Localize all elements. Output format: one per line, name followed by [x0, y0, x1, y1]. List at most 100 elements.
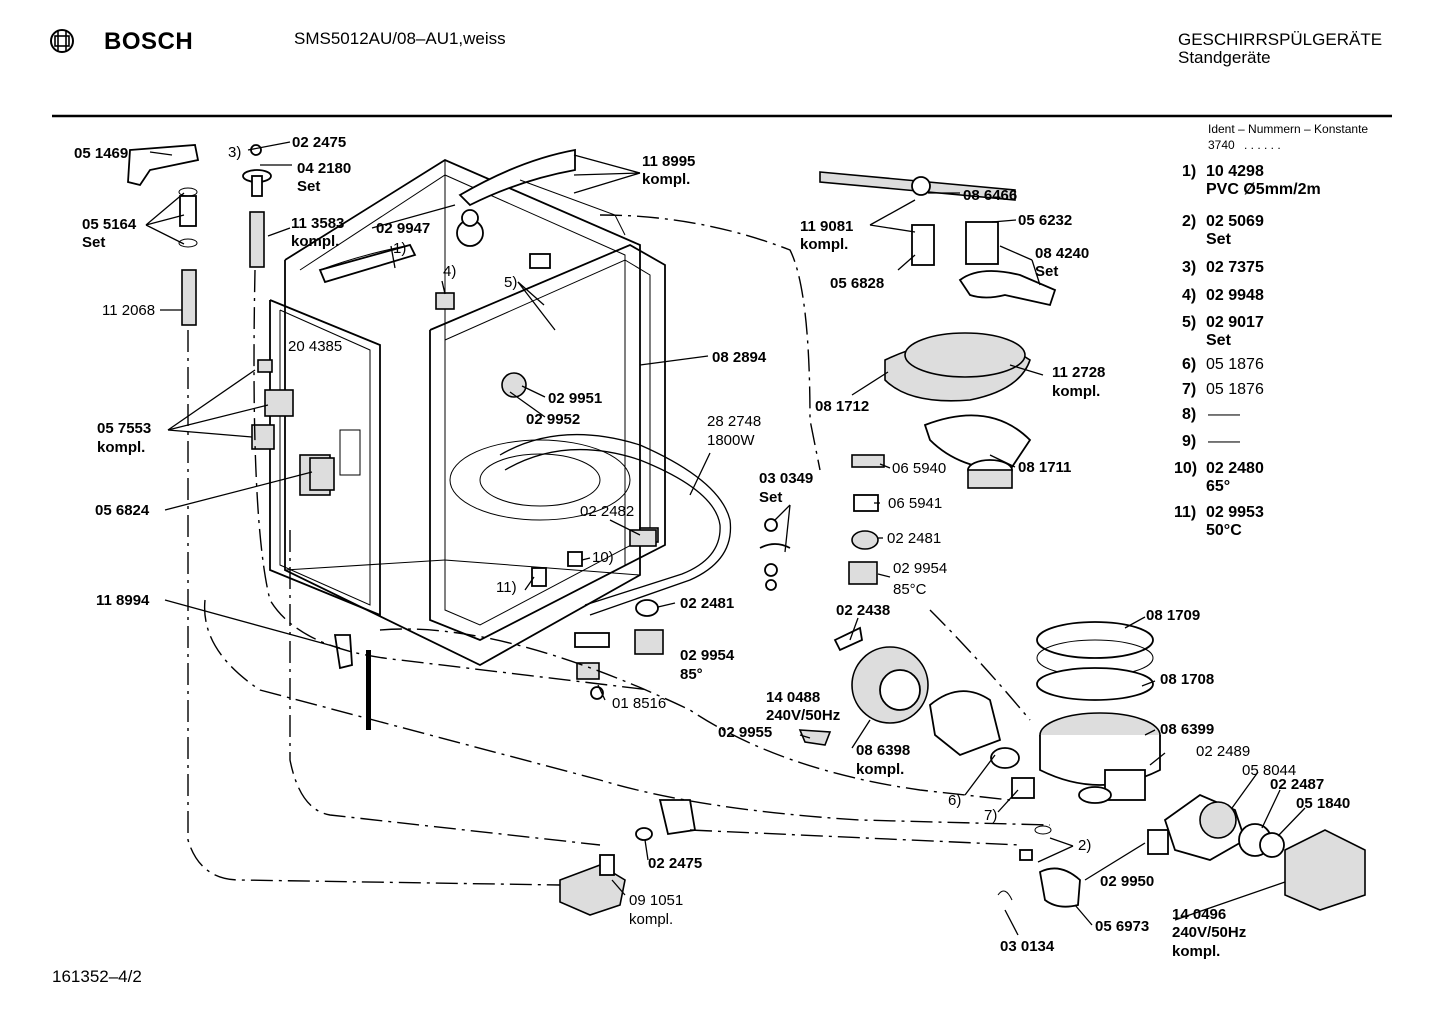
legend-num: 6) — [1182, 356, 1197, 373]
legend-num: 1) — [1182, 163, 1197, 180]
callout-note: kompl. — [97, 439, 146, 456]
callout-part-number: 02 9947 — [376, 220, 431, 237]
callout-note: kompl. — [642, 171, 691, 188]
callout-part-number: 01 8516 — [612, 695, 667, 712]
callout-part-number: 02 2438 — [836, 602, 891, 619]
callout-note: 85°C — [893, 581, 927, 598]
callout-part-number: 02 2475 — [292, 134, 347, 151]
legend-part: —— — [1208, 433, 1240, 450]
legend-num: 8) — [1182, 406, 1197, 423]
callout-ref-number: 6) — [948, 792, 962, 809]
legend-detail: Set — [1206, 332, 1231, 349]
legend-detail: PVC Ø5mm/2m — [1206, 181, 1321, 198]
callout-part-number: 14 0496 — [1172, 906, 1227, 923]
callout-part-number: 04 2180 — [297, 160, 352, 177]
callout-part-number: 08 6399 — [1160, 721, 1215, 738]
callout-note: Set — [297, 178, 321, 195]
category-title: GESCHIRRSPÜLGERÄTE — [1178, 30, 1383, 49]
legend-part: 02 5069 — [1206, 213, 1264, 230]
callout-ref-number: 4) — [443, 263, 457, 280]
callout-part-number: 02 2481 — [887, 530, 942, 547]
callout-part-number: 11 9081 — [800, 218, 854, 235]
callout-ref-number: 5) — [504, 274, 518, 291]
brand-name: BOSCH — [104, 28, 194, 55]
callout-part-number: 02 9952 — [526, 411, 581, 428]
callout-part-number: 11 2728 — [1052, 364, 1106, 381]
callout-part-number: 02 9950 — [1100, 873, 1155, 890]
callout-part-number: 08 1711 — [1018, 459, 1072, 476]
callout-part-number: 02 9954 — [680, 647, 735, 664]
callout-part-number: 05 6824 — [95, 502, 150, 519]
callout-part-number: 02 9954 — [893, 560, 948, 577]
callout-ref-number: 7) — [984, 807, 998, 824]
spray-arm-filter-pump-drawing — [574, 171, 1366, 911]
drawing-code: 161352–4/2 — [52, 967, 142, 986]
callout-ref-number: 11) — [496, 579, 517, 596]
callout-part-number: 06 5941 — [888, 495, 943, 512]
ident-value: 3740 — [1208, 138, 1235, 152]
callout-part-number: 08 1712 — [815, 398, 870, 415]
callout-part-number: 05 6973 — [1095, 918, 1150, 935]
callout-ref-number: 3) — [228, 144, 242, 161]
model-designation: SMS5012AU/08–AU1,weiss — [294, 29, 506, 48]
legend-part: 02 2480 — [1206, 460, 1264, 477]
callout-note: 240V/50Hz — [1172, 924, 1247, 941]
legend-part: 05 1876 — [1206, 356, 1264, 373]
legend-part: 05 1876 — [1206, 381, 1264, 398]
callout-note: kompl. — [291, 233, 340, 250]
category-subtitle: Standgeräte — [1178, 48, 1271, 67]
callout-part-number: 11 2068 — [102, 302, 156, 319]
legend-part: 02 9017 — [1206, 314, 1264, 331]
callout-part-number: 06 5940 — [892, 460, 947, 477]
callout-part-number: 14 0488 — [766, 689, 821, 706]
inlet-valve-drawing — [559, 799, 697, 916]
callout-part-number: 05 6232 — [1018, 212, 1073, 229]
callout-part-number: 08 4240 — [1035, 245, 1090, 262]
legend-num: 3) — [1182, 259, 1197, 276]
callout-ref-number: 10) — [592, 549, 614, 566]
callout-part-number: 02 2487 — [1270, 776, 1325, 793]
callout-part-number: 03 0349 — [759, 470, 814, 487]
callout-part-number: 05 7553 — [97, 420, 152, 437]
callout-part-number: 05 1840 — [1296, 795, 1351, 812]
callout-part-number: 05 1469 — [74, 145, 129, 162]
callout-note: 240V/50Hz — [766, 707, 841, 724]
legend-num: 2) — [1182, 213, 1197, 230]
legend-detail: 50°C — [1206, 522, 1242, 539]
callout-note: Set — [759, 489, 783, 506]
callout-part-number: 02 2489 — [1196, 743, 1251, 760]
callout-part-number: 02 2475 — [648, 855, 703, 872]
callout-part-number: 20 4385 — [288, 338, 343, 355]
callout-part-number: 03 0134 — [1000, 938, 1055, 955]
legend-part: 02 9948 — [1206, 287, 1264, 304]
callout-part-number: 08 2894 — [712, 349, 767, 366]
callout-note: kompl. — [856, 761, 905, 778]
legend-detail: 65° — [1206, 478, 1231, 495]
ident-title: Ident – Nummern – Konstante — [1208, 122, 1369, 136]
callout-part-number: 05 8044 — [1242, 762, 1297, 779]
callout-part-number: 02 2482 — [580, 503, 635, 520]
legend-num: 9) — [1182, 433, 1197, 450]
callout-part-number: 08 6398 — [856, 742, 911, 759]
callout-part-number: 02 9951 — [548, 390, 603, 407]
ident-dots: . . . . . . — [1244, 138, 1281, 152]
legend-num: 11) — [1174, 504, 1197, 521]
callout-part-number: 05 6828 — [830, 275, 885, 292]
callout-part-number: 02 2481 — [680, 595, 735, 612]
callout-part-number: 09 1051 — [629, 892, 684, 909]
callout-part-number: 08 1709 — [1146, 607, 1201, 624]
callout-note: Set — [1035, 263, 1059, 280]
bosch-logo-icon — [50, 29, 74, 53]
callout-part-number: 08 1708 — [1160, 671, 1215, 688]
callout-ref-number: 1) — [393, 240, 407, 257]
callout-part-number: 08 6466 — [963, 187, 1018, 204]
legend-num: 5) — [1182, 314, 1197, 331]
callout-note: kompl. — [1172, 943, 1221, 960]
legend-part: 10 4298 — [1206, 163, 1264, 180]
callout-part-number: 11 8995 — [642, 153, 696, 170]
callout-note: kompl. — [800, 236, 849, 253]
callout-note: kompl. — [629, 911, 674, 928]
callout-part-number: 28 2748 — [707, 413, 762, 430]
